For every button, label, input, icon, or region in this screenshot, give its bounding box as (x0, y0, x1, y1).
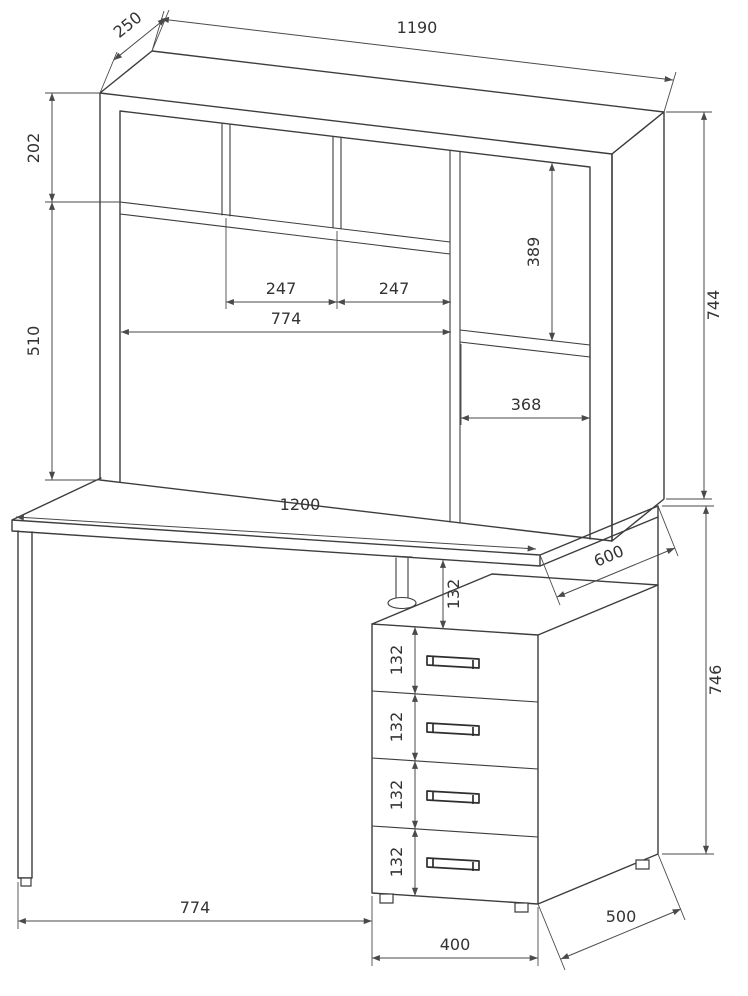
label-hutch-depth: 250 (110, 8, 146, 42)
label-middle-section: 510 (24, 326, 43, 357)
label-drawer-3: 132 (387, 780, 406, 811)
label-compartment-right: 247 (379, 279, 410, 298)
label-opening-width: 774 (271, 309, 302, 328)
dimension-labels: 250 1190 202 510 247 247 774 389 368 120… (24, 8, 725, 954)
drawer-handle-3 (426, 790, 480, 804)
label-top-section: 202 (24, 133, 43, 164)
label-compartment-left: 247 (266, 279, 297, 298)
label-desktop-depth: 600 (591, 541, 627, 570)
dim-line-desktop-depth (556, 547, 676, 598)
label-drawer-unit-width: 400 (440, 935, 471, 954)
label-right-shelf-width: 368 (511, 395, 542, 414)
left-panel-outline (17, 530, 33, 879)
hutch-right-side-face (611, 111, 665, 542)
left-side-panel (17, 530, 33, 887)
drawer-unit-foot-front-right (514, 902, 529, 913)
drawer-unit-foot-rear-right (635, 859, 650, 870)
label-drawer-unit-depth: 500 (606, 907, 637, 926)
support-column-stem (391, 555, 413, 600)
label-support-height: 132 (444, 579, 463, 610)
dimension-lines (15, 16, 710, 962)
label-desk-height: 746 (706, 665, 725, 696)
hutch-dividers (221, 123, 461, 524)
dim-line-drawer-unit-depth (560, 908, 682, 960)
desktop (11, 477, 659, 567)
desktop-board (11, 477, 659, 567)
support-column-base-disc (387, 596, 417, 610)
label-hutch-height: 744 (704, 290, 723, 321)
label-drawer-4: 132 (387, 847, 406, 878)
label-hutch-width: 1190 (397, 18, 438, 37)
drawer-separators (371, 690, 539, 838)
drawer-handle-4 (426, 857, 480, 871)
label-drawer-1: 132 (387, 645, 406, 676)
dim-line-desktop-width (15, 514, 537, 552)
drawer-handle-1 (426, 655, 480, 669)
hutch-shelves (119, 201, 591, 358)
dim-line-hutch-depth (113, 17, 167, 61)
label-desktop-width: 1200 (280, 495, 321, 514)
label-right-compartment-height: 389 (524, 237, 543, 268)
hutch-top-face (99, 50, 665, 155)
drawer-unit-foot-front-left (379, 893, 394, 904)
dim-line-hutch-width (160, 16, 674, 83)
support-column (387, 555, 417, 610)
hutch-frame (99, 92, 613, 542)
label-drawer-2: 132 (387, 712, 406, 743)
left-panel-foot (20, 877, 32, 887)
label-left-section-width: 774 (180, 898, 211, 917)
drawer-handle-2 (426, 722, 480, 736)
